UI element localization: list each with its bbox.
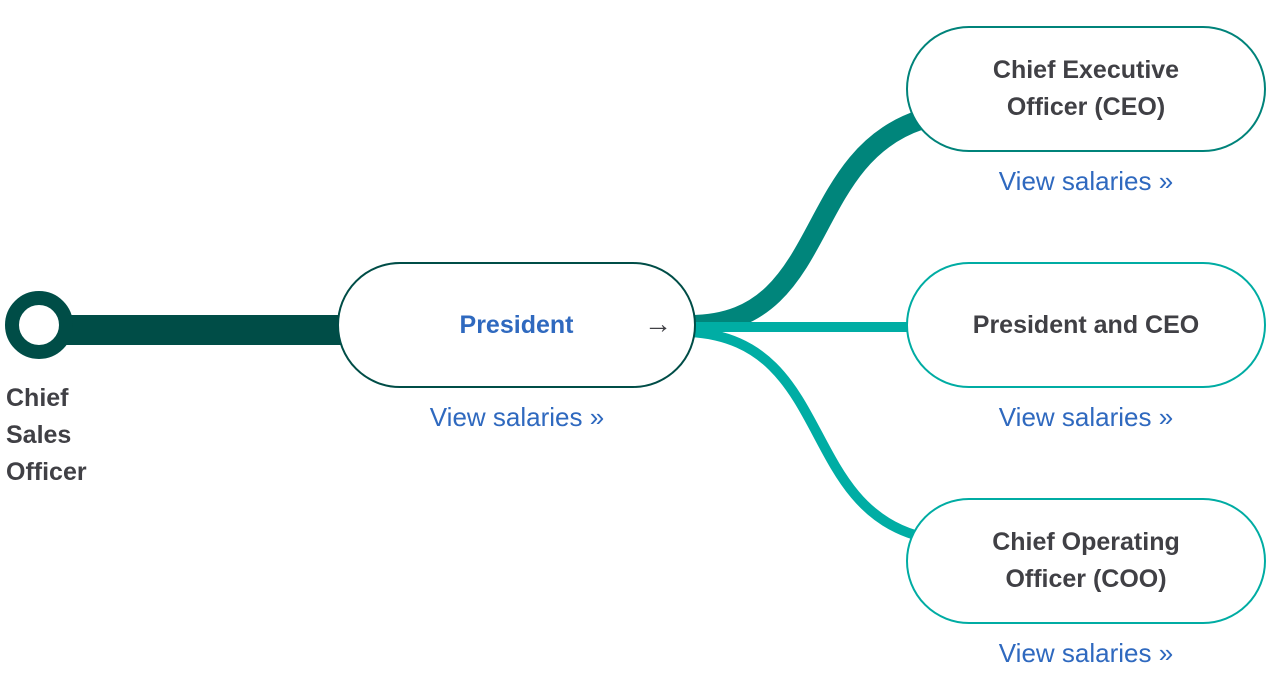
next-role-title: Chief Executive Officer (CEO) — [992, 56, 1180, 121]
next-role-node-coo[interactable]: Chief Operating Officer (COO) — [906, 498, 1266, 624]
view-salaries-link-coo[interactable]: View salaries » — [998, 638, 1174, 668]
current-role-node[interactable]: President → — [337, 262, 696, 388]
origin-label-line: Sales — [6, 421, 72, 449]
connector-to-ceo — [689, 110, 924, 335]
next-role-node-president-ceo[interactable]: President and CEO — [906, 262, 1266, 388]
origin-label: Chief Sales Officer — [6, 380, 87, 491]
origin-connector — [39, 315, 341, 345]
current-role-title: President — [459, 310, 574, 339]
next-role-title: President and CEO — [972, 310, 1200, 339]
next-role-title: Chief Operating Officer (COO) — [992, 528, 1180, 593]
connector-to-coo — [689, 327, 917, 540]
origin-label-line: Chief — [6, 384, 69, 412]
view-salaries-link-president-ceo[interactable]: View salaries » — [998, 402, 1174, 432]
view-salaries-link-ceo[interactable]: View salaries » — [998, 166, 1174, 196]
origin-node-icon — [5, 291, 73, 359]
arrow-right-icon: → — [644, 308, 672, 339]
origin-label-line: Officer — [6, 458, 87, 486]
next-role-node-ceo[interactable]: Chief Executive Officer (CEO) — [906, 26, 1266, 152]
view-salaries-link-president[interactable]: View salaries » — [429, 402, 605, 432]
